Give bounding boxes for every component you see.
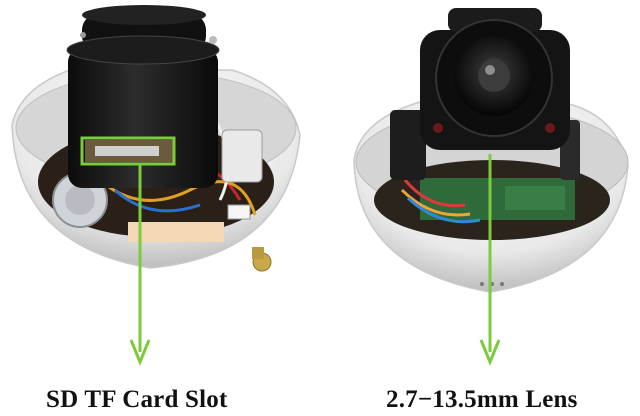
sd-slot-highlight-box (80, 136, 176, 166)
arrow-lens (479, 154, 501, 366)
caption-sd-card-slot: SD TF Card Slot (46, 386, 228, 413)
camera-left (11, 5, 301, 272)
lens-module-left (68, 48, 218, 188)
caption-zoom-lens: 2.7−13.5mm Lens (386, 386, 578, 413)
arrow-sd-slot (129, 164, 151, 366)
